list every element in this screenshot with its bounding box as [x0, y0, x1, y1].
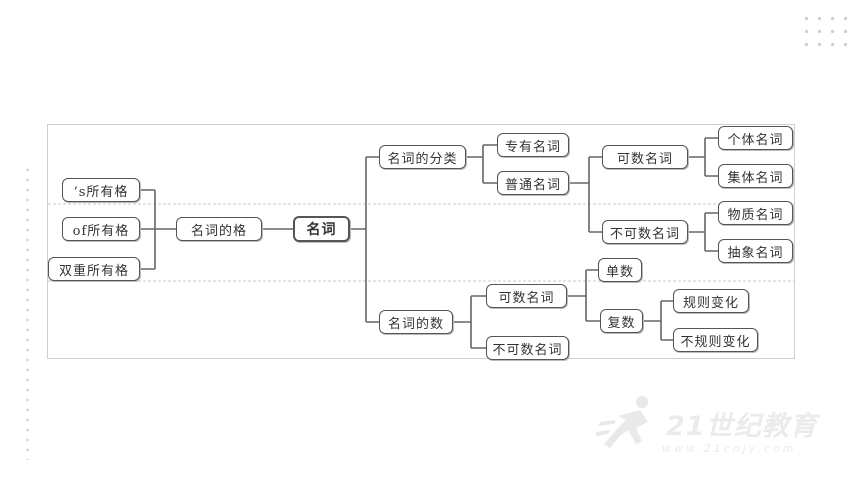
- node-s-possessive: ’s所有格: [62, 178, 140, 202]
- node-noun-case: 名词的格: [176, 217, 262, 241]
- node-double-possessive: 双重所有格: [48, 257, 140, 281]
- watermark-url: www.21cnjy.com: [662, 442, 797, 455]
- tree-connectors: [140, 137, 718, 349]
- decorative-dot-grid: [800, 12, 854, 56]
- node-irregular-change: 不规则变化: [673, 328, 758, 352]
- node-regular-change: 规则变化: [673, 289, 749, 313]
- node-proper-noun: 专有名词: [497, 133, 569, 157]
- dashed-guides: [48, 203, 794, 282]
- node-individual-noun: 个体名词: [718, 126, 793, 150]
- node-material-noun: 物质名词: [718, 201, 793, 225]
- node-plural: 复数: [600, 309, 643, 333]
- node-noun-number: 名词的数: [379, 310, 453, 334]
- node-of-possessive: of所有格: [62, 217, 140, 241]
- node-number-countable: 可数名词: [486, 284, 567, 308]
- node-uncountable-noun: 不可数名词: [602, 220, 688, 244]
- node-noun-classification: 名词的分类: [379, 145, 466, 169]
- watermark-logo: 21世纪教育 www.21cnjy.com: [596, 392, 846, 462]
- node-singular: 单数: [598, 258, 642, 282]
- watermark-brand: 21世纪教育: [666, 411, 818, 442]
- runner-icon: [596, 396, 648, 448]
- node-countable-noun: 可数名词: [602, 145, 688, 169]
- node-number-uncountable: 不可数名词: [486, 336, 569, 360]
- node-root-noun: 名词: [293, 216, 350, 242]
- node-abstract-noun: 抽象名词: [718, 239, 793, 263]
- decorative-dotted-line: [26, 165, 29, 460]
- node-common-noun: 普通名词: [497, 171, 569, 195]
- node-collective-noun: 集体名词: [718, 164, 793, 188]
